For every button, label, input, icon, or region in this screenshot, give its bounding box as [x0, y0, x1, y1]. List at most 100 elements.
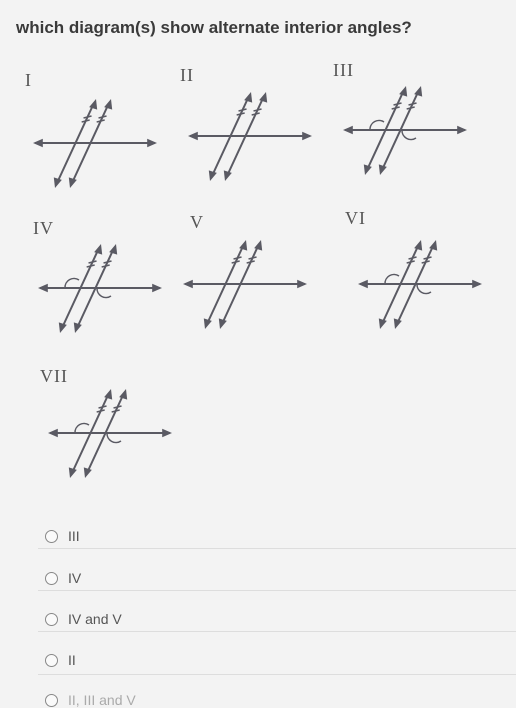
- parallel-tick: [248, 256, 257, 260]
- parallel-arrow-up: [119, 389, 128, 400]
- parallel-arrow-up: [104, 99, 113, 110]
- parallel-tick: [96, 409, 105, 413]
- parallel-tick: [233, 256, 242, 260]
- parallel-tick: [98, 115, 107, 119]
- diagram-6: [358, 240, 482, 329]
- transversal-arrow-right: [162, 428, 172, 438]
- parallel-arrow-down: [68, 467, 77, 478]
- angle-arc: [64, 277, 80, 289]
- parallel-tick: [421, 260, 430, 264]
- transversal-arrow-right: [457, 125, 467, 135]
- parallel-arrow-up: [414, 86, 423, 97]
- parallel-tick: [406, 260, 415, 264]
- transversal-arrow-left: [358, 279, 368, 289]
- option-label: II: [68, 652, 76, 668]
- option-2[interactable]: IV: [45, 570, 81, 586]
- parallel-tick: [113, 405, 122, 409]
- transversal-arrow-right: [147, 138, 157, 148]
- parallel-arrow-down: [218, 318, 227, 329]
- parallel-arrow-down: [393, 318, 402, 329]
- divider: [38, 631, 516, 632]
- angle-arc: [384, 273, 400, 285]
- parallel-arrow-up: [104, 389, 113, 400]
- diagram-label-4: IV: [33, 218, 54, 238]
- divider: [38, 590, 516, 591]
- parallel-tick: [408, 102, 417, 106]
- parallel-tick: [408, 256, 417, 260]
- parallel-arrow-down: [83, 467, 92, 478]
- angle-arc: [369, 119, 385, 131]
- parallel-arrow-up: [254, 240, 263, 251]
- parallel-arrow-up: [239, 240, 248, 251]
- parallel-arrow-down: [378, 164, 387, 175]
- question-text: which diagram(s) show alternate interior…: [16, 18, 412, 37]
- diagram-1: [33, 99, 157, 188]
- parallel-tick: [81, 119, 90, 123]
- transversal-arrow-right: [302, 131, 312, 141]
- option-4[interactable]: II: [45, 652, 76, 668]
- parallel-arrow-down: [58, 322, 67, 333]
- radio-button[interactable]: [45, 571, 58, 585]
- parallel-arrow-up: [414, 240, 423, 251]
- radio-button[interactable]: [45, 529, 58, 543]
- option-5[interactable]: II, III and V: [45, 692, 136, 708]
- angle-arc: [96, 287, 112, 299]
- transversal-arrow-right: [152, 283, 162, 293]
- transversal-arrow-left: [38, 283, 48, 293]
- diagram-7: [48, 389, 172, 478]
- parallel-tick: [96, 119, 105, 123]
- option-label: IV and V: [68, 611, 122, 627]
- option-label: IV: [68, 570, 82, 586]
- parallel-tick: [238, 108, 247, 112]
- diagram-3: [343, 86, 467, 175]
- transversal-arrow-left: [343, 125, 353, 135]
- transversal-arrow-right: [297, 279, 307, 289]
- parallel-arrow-up: [89, 99, 98, 110]
- divider: [38, 548, 516, 549]
- divider: [38, 674, 516, 675]
- radio-button[interactable]: [45, 693, 58, 707]
- diagram-5: [183, 240, 307, 329]
- angle-arc: [106, 432, 122, 444]
- transversal-arrow-left: [188, 131, 198, 141]
- parallel-tick: [101, 264, 110, 268]
- parallel-arrow-down: [73, 322, 82, 333]
- parallel-arrow-up: [429, 240, 438, 251]
- parallel-arrow-down: [53, 177, 62, 188]
- parallel-tick: [83, 115, 92, 119]
- option-label: II, III and V: [68, 692, 136, 708]
- diagram-label-2: II: [180, 65, 194, 85]
- parallel-tick: [88, 260, 97, 264]
- parallel-arrow-down: [68, 177, 77, 188]
- angle-arc: [74, 422, 90, 434]
- parallel-arrow-down: [378, 318, 387, 329]
- transversal-arrow-right: [472, 279, 482, 289]
- diagram-4: [38, 244, 162, 333]
- transversal-arrow-left: [183, 279, 193, 289]
- parallel-arrow-down: [363, 164, 372, 175]
- parallel-tick: [86, 264, 95, 268]
- transversal-arrow-left: [48, 428, 58, 438]
- parallel-tick: [393, 102, 402, 106]
- angle-arc: [401, 129, 417, 141]
- radio-button[interactable]: [45, 653, 58, 667]
- parallel-tick: [246, 260, 255, 264]
- parallel-tick: [98, 405, 107, 409]
- diagram-2: [188, 92, 312, 181]
- radio-button[interactable]: [45, 612, 58, 626]
- parallel-tick: [231, 260, 240, 264]
- parallel-arrow-up: [244, 92, 253, 103]
- parallel-tick: [406, 106, 415, 110]
- option-3[interactable]: IV and V: [45, 611, 122, 627]
- option-label: III: [68, 528, 80, 544]
- transversal-arrow-left: [33, 138, 43, 148]
- parallel-tick: [251, 112, 260, 116]
- parallel-arrow-up: [94, 244, 103, 255]
- parallel-tick: [111, 409, 120, 413]
- parallel-tick: [103, 260, 112, 264]
- parallel-tick: [423, 256, 432, 260]
- parallel-arrow-down: [203, 318, 212, 329]
- option-1[interactable]: III: [45, 528, 80, 544]
- parallel-arrow-up: [259, 92, 268, 103]
- parallel-tick: [391, 106, 400, 110]
